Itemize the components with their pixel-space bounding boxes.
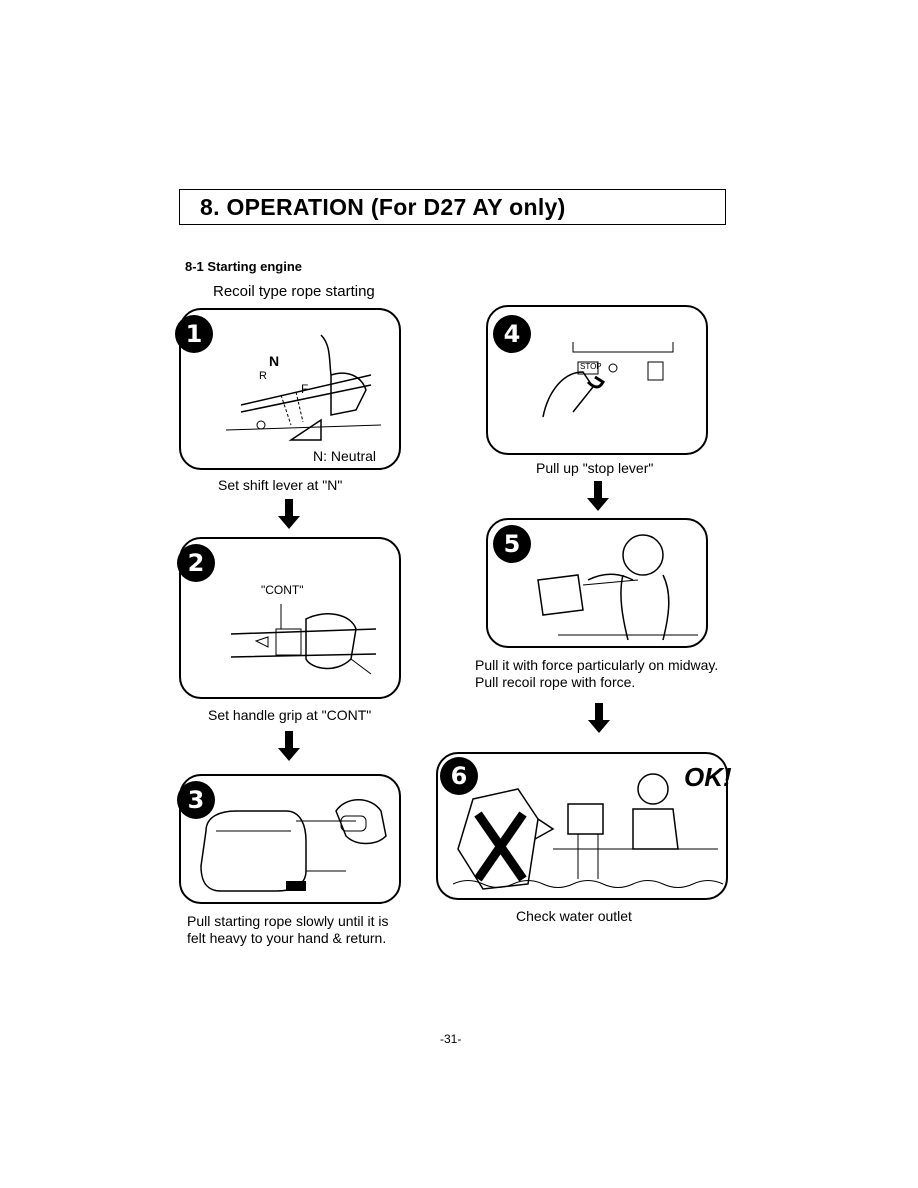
step-5-caption: Pull it with force particularly on midwa… xyxy=(475,657,718,691)
down-arrow-icon xyxy=(278,731,300,761)
stop-lever-illustration xyxy=(542,342,674,418)
step-3-caption-line-1: Pull starting rope slowly until it is xyxy=(187,913,389,929)
step-4-caption: Pull up "stop lever" xyxy=(536,460,654,476)
step-2-badge: 2 xyxy=(177,544,215,582)
step-2-caption: Set handle grip at "CONT" xyxy=(208,707,372,723)
down-arrow-icon xyxy=(278,499,300,529)
step-5-panel: 5 xyxy=(486,518,708,648)
step-1-badge: 1 xyxy=(175,315,213,353)
step-3-panel: 3 xyxy=(177,774,401,904)
down-arrow-icon xyxy=(588,703,610,733)
step-1-caption: Set shift lever at "N" xyxy=(218,477,343,493)
intro-text: Recoil type rope starting xyxy=(213,283,375,300)
page-title: 8. OPERATION (For D27 AY only) xyxy=(200,194,566,220)
step-4-badge: 4 xyxy=(493,315,531,353)
step-6-badge: 6 xyxy=(440,757,478,795)
diagram-label-f: F xyxy=(301,382,309,396)
neutral-label: N: Neutral xyxy=(313,448,377,464)
step-1-panel: 1 N R F N: Neutral xyxy=(175,308,401,470)
down-arrow-icon xyxy=(587,481,609,511)
step-2-panel: 2 "CONT" xyxy=(177,537,401,699)
diagram-label-n: N xyxy=(269,353,280,369)
water-outlet-illustration xyxy=(452,773,724,890)
section-heading: 8-1 Starting engine xyxy=(185,259,303,274)
diagram-label-r: R xyxy=(259,370,267,382)
ok-exclaim: OK! xyxy=(684,762,732,792)
step-3-caption: Pull starting rope slowly until it is fe… xyxy=(187,913,389,947)
step-5-caption-line-2: Pull recoil rope with force. xyxy=(475,674,636,690)
step-6-panel: 6 OK! xyxy=(436,752,732,900)
cont-label: "CONT" xyxy=(261,583,304,597)
handle-grip-illustration xyxy=(230,604,377,675)
step-3-badge: 3 xyxy=(177,781,215,819)
pull-rope-illustration xyxy=(537,534,698,641)
step-6-caption: Check water outlet xyxy=(516,908,632,924)
step-4-panel: 4 STOP xyxy=(486,305,708,455)
recoil-rope-illustration xyxy=(200,799,387,892)
step-3-caption-line-2: felt heavy to your hand & return. xyxy=(187,930,387,946)
shift-lever-illustration xyxy=(225,334,382,441)
stop-label: STOP xyxy=(580,362,602,371)
step-5-caption-line-1: Pull it with force particularly on midwa… xyxy=(475,657,719,673)
step-5-badge: 5 xyxy=(493,525,531,563)
section-title-box: 8. OPERATION (For D27 AY only) xyxy=(179,189,726,225)
page-number: -31- xyxy=(440,1032,462,1046)
